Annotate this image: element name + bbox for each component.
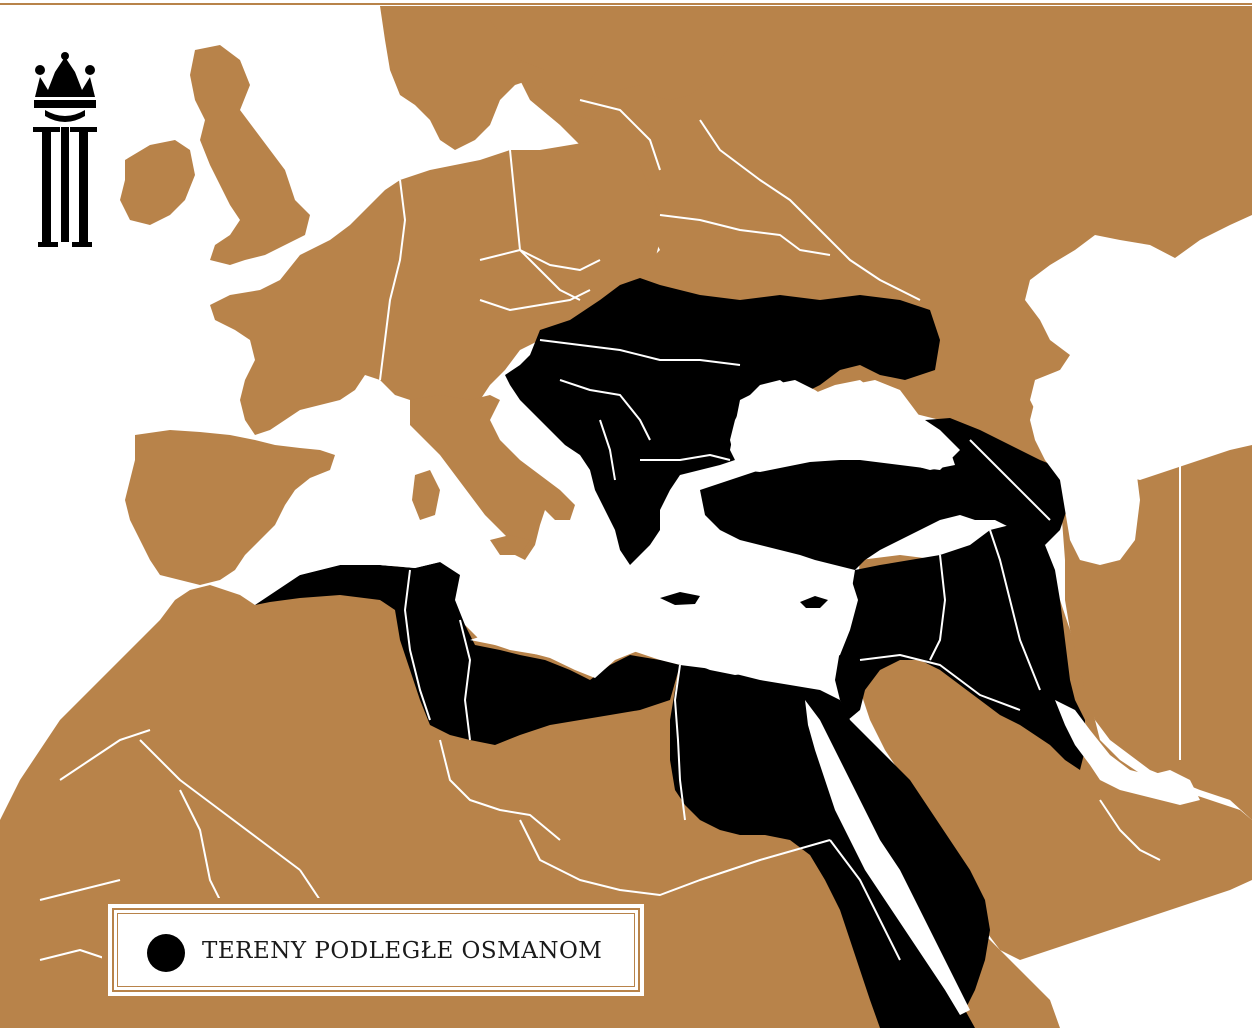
legend-inner-frame-thin [117,913,635,987]
legend-box: TERENY PODLEGŁE OSMANOM [102,898,650,1002]
crown-icon [34,52,96,122]
island-sardinia [412,470,440,520]
red-sea [805,700,970,1015]
ottoman-anatolia [700,418,1070,570]
ottoman-levant-mesopotamia [835,525,1085,770]
mediterranean-east [470,540,858,678]
land-italy [410,395,575,560]
persian-gulf [1055,700,1200,805]
land-europe-east [380,6,1252,470]
legend-inner-frame [112,908,640,992]
island-sicily [490,535,530,555]
island-crete [660,592,700,605]
land-ireland [120,140,195,225]
caspian-sea [1030,370,1140,565]
land-central-europe [210,140,660,435]
legend-marker-icon [147,934,185,972]
island-cyprus [800,596,828,608]
land-scandinavia [380,6,735,150]
land-iberia [125,430,335,585]
legend-label: TERENY PODLEGŁE OSMANOM [202,938,603,964]
crown-w-emblem [33,52,97,247]
black-sea [730,380,955,472]
w-letter-icon [33,127,97,247]
borders [39,99,1181,1001]
land-britain [190,45,310,265]
